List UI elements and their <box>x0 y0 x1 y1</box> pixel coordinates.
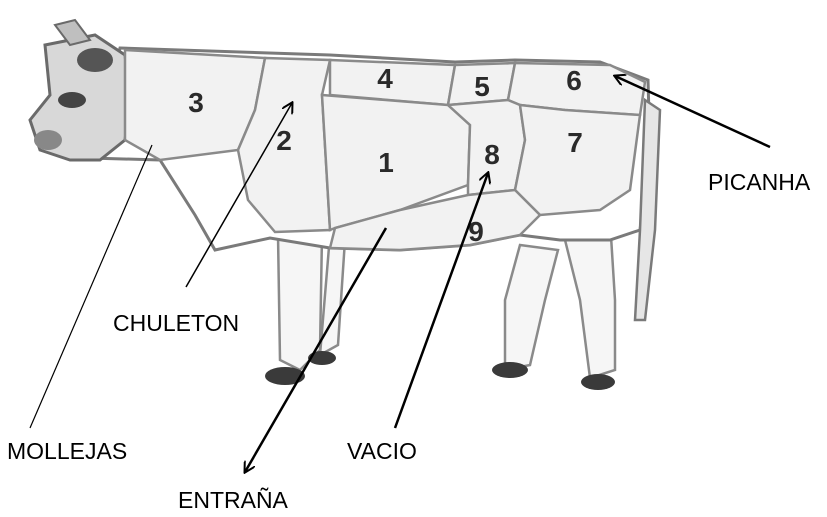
cut-number-2: 2 <box>276 125 292 156</box>
muzzle <box>34 130 62 150</box>
cut-number-3: 3 <box>188 87 204 118</box>
hind-leg-left <box>505 245 558 370</box>
cut-number-8: 8 <box>484 139 500 170</box>
label-entrana: ENTRAÑA <box>178 487 289 513</box>
cut-number-1: 1 <box>378 147 394 178</box>
hoof <box>265 367 305 385</box>
eye <box>58 92 86 108</box>
label-chuleton: CHULETON <box>113 310 239 336</box>
label-vacio: VACIO <box>347 438 417 464</box>
cut-number-7: 7 <box>567 127 583 158</box>
label-picanha: PICANHA <box>708 169 811 195</box>
cow-head <box>30 20 130 160</box>
cow-hooves <box>265 351 615 390</box>
cut-number-6: 6 <box>566 65 582 96</box>
label-mollejas: MOLLEJAS <box>7 438 127 464</box>
cut-number-4: 4 <box>377 63 393 94</box>
hoof <box>492 362 528 378</box>
ear <box>77 48 113 72</box>
cut-number-5: 5 <box>474 71 490 102</box>
pointer-mollejas <box>30 145 152 428</box>
hind-leg-right <box>560 220 615 378</box>
hoof <box>581 374 615 390</box>
